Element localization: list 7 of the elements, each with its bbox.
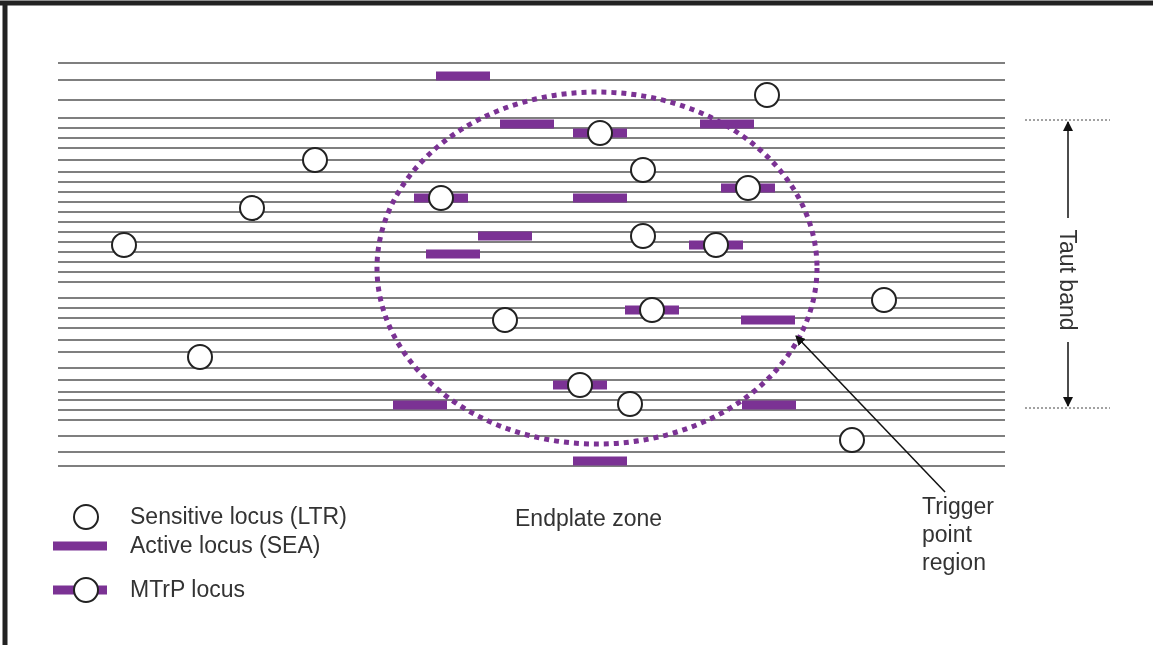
zone-label: Endplate zone bbox=[515, 504, 663, 532]
leader-line bbox=[795, 335, 946, 493]
legend-label: Active locus (SEA) bbox=[130, 531, 321, 559]
callout-label: Trigger point region bbox=[922, 492, 1017, 576]
legend-label: Sensitive locus (LTR) bbox=[130, 502, 347, 530]
dotted-circle bbox=[374, 89, 820, 447]
legend-label: MTrP locus bbox=[130, 575, 246, 603]
